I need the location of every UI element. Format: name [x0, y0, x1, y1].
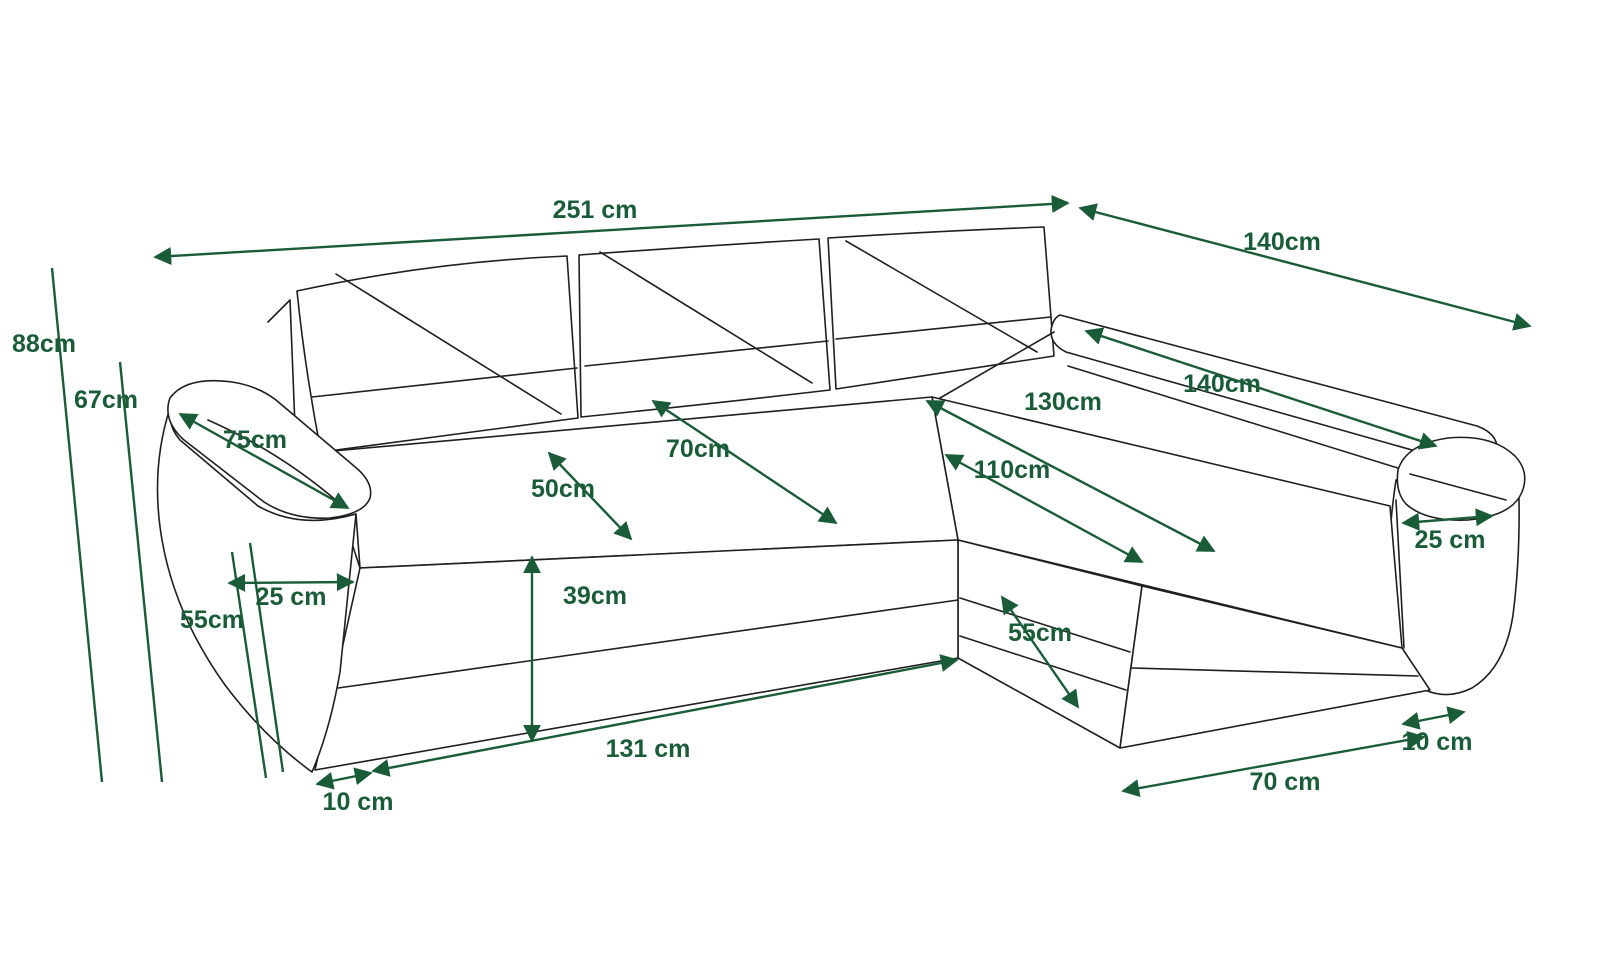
back-cushion-3 [827, 226, 1055, 390]
dim-label-chaise-length-inner: 110cm [974, 456, 1050, 484]
dimension-arrow-seat-depth-outer [651, 400, 838, 524]
dimension-arrow-chaise-length-inner [944, 453, 1144, 564]
dimension-arrow-seat-depth-inner [547, 451, 633, 541]
dim-label-leg-inset-right: 10 cm [1402, 728, 1473, 756]
dimension-arrow-armrest-width-left [227, 573, 355, 592]
sofa-drawing [156, 226, 1526, 773]
dim-label-armrest-height: 67cm [74, 386, 138, 414]
dim-label-leg-inset-left: 10 cm [323, 788, 394, 816]
right-armrest-pad [1396, 436, 1526, 521]
dim-label-chaise-front-height: 55cm [1008, 619, 1072, 647]
dimension-arrow-overall-width [153, 194, 1070, 266]
dimension-line-height-overall [50, 267, 104, 783]
dim-label-overall-width: 251 cm [553, 196, 638, 224]
dim-label-armrest-width-left: 25 cm [256, 583, 327, 611]
dimension-line-armrest-height [118, 361, 164, 783]
dim-label-chaise-front-width: 70 cm [1250, 768, 1321, 796]
dimension-arrow-leg-inset-left [315, 767, 373, 790]
dim-label-chaise-cushion-length: 140cm [1183, 370, 1261, 398]
right-armrest-pad-seam [1409, 473, 1507, 501]
dim-label-seat-depth-outer: 70cm [666, 435, 730, 463]
corner-join-line [939, 331, 1055, 399]
dimension-arrow-depth-overall [1078, 203, 1532, 331]
back-cushion-2 [578, 238, 831, 418]
sofa-back-left-edge [267, 299, 297, 453]
dimension-arrow-armrest-width-right [1401, 508, 1494, 531]
right-armrest-inner-edge [1395, 499, 1405, 649]
dim-label-seat-depth-inner: 50cm [531, 475, 595, 503]
left-armrest-seat-join [355, 513, 361, 569]
dimension-lines-front-height-left [230, 542, 285, 779]
chaise-right-seam [1131, 667, 1419, 677]
dimension-arrow-leg-inset-right [1401, 706, 1466, 730]
dim-label-front-width: 131 cm [606, 735, 691, 763]
back-cushion-1 [296, 255, 579, 453]
dim-label-armrest-width-right: 25 cm [1415, 526, 1486, 554]
dim-label-chaise-length-outer: 130cm [1024, 388, 1102, 416]
dimension-arrow-armrest-length [178, 412, 350, 510]
dimension-arrow-chaise-front-height [1000, 595, 1080, 709]
dimension-arrow-chaise-cushion-length [1084, 327, 1438, 450]
dimension-lines [50, 194, 1532, 797]
dim-label-front-height-left: 55cm [180, 606, 244, 634]
dimension-labels: 251 cm 140cm 88cm 67cm 75cm 50cm 70cm 14… [12, 196, 1485, 816]
back-cushion-seams [311, 316, 1052, 398]
dim-label-height-overall: 88cm [12, 330, 76, 358]
dim-label-seat-height: 39cm [563, 582, 627, 610]
chaise-right-face [1119, 585, 1431, 749]
dimension-arrow-front-width [371, 654, 959, 777]
dim-label-armrest-length: 75cm [223, 426, 287, 454]
dim-label-depth-overall: 140cm [1243, 228, 1321, 256]
dimension-arrow-chaise-front-width [1121, 731, 1426, 797]
